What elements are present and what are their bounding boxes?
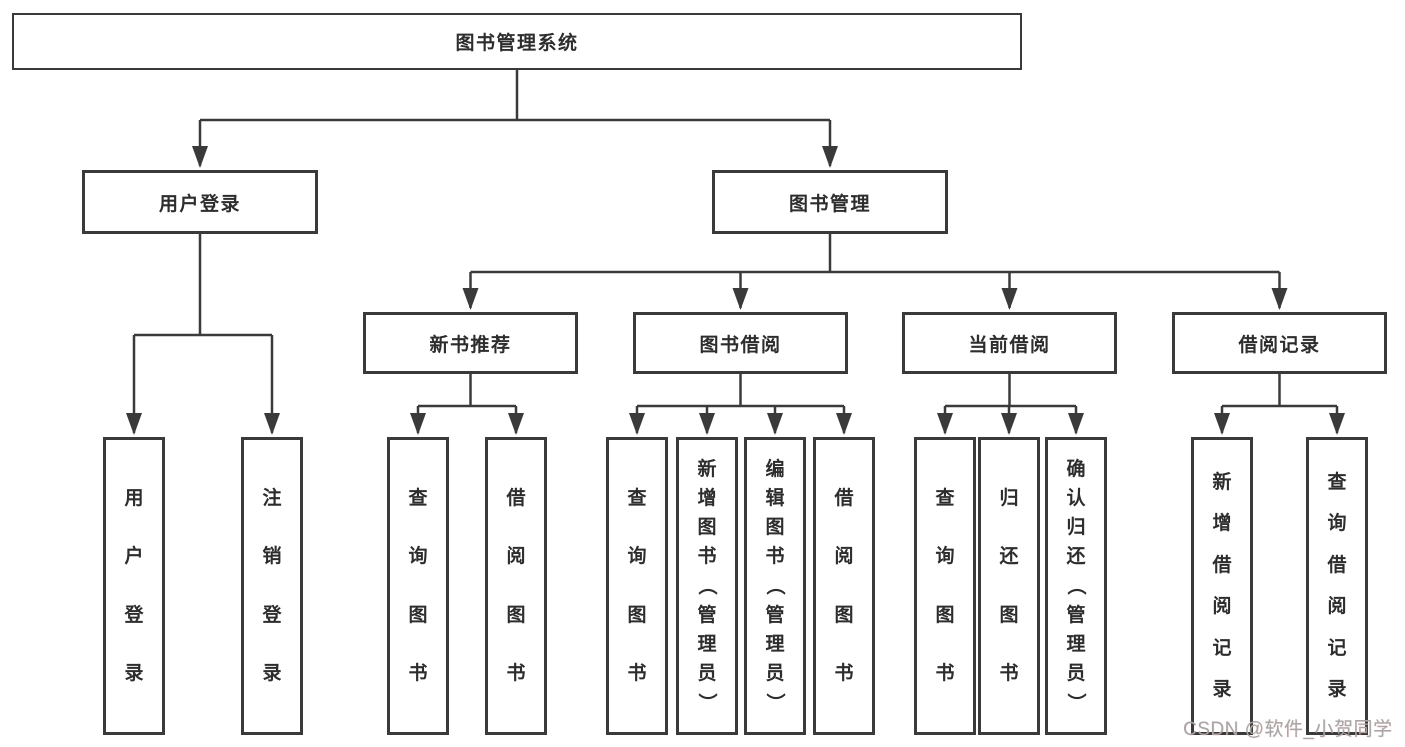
connector-arrowheads [126, 146, 1345, 435]
node-label: 新增图书（管理员） [696, 459, 718, 712]
node-br-add-record: 新增借阅记录 [1191, 437, 1253, 735]
node-label: 用户登录 [158, 193, 241, 215]
node-label: 查询借阅记录 [1327, 471, 1347, 701]
node-label: 编辑图书（管理员） [764, 459, 786, 712]
node-cb-return-books: 归还图书 [978, 437, 1040, 735]
node-leaf-user-login: 用户登录 [103, 437, 165, 735]
node-new-book-recommendation: 新书推荐 [363, 312, 578, 374]
node-cb-query-books: 查询图书 [914, 437, 976, 735]
node-label: 确认归还（管理员） [1065, 459, 1087, 712]
node-nbr-borrow-books: 借阅图书 [485, 437, 547, 735]
node-label: 当前借阅 [968, 334, 1051, 356]
node-user-login: 用户登录 [82, 170, 318, 234]
node-bb-edit-books-admin: 编辑图书（管理员） [744, 437, 806, 735]
node-label: 图书借阅 [699, 334, 782, 356]
node-borrowing-records: 借阅记录 [1172, 312, 1387, 374]
watermark-text: CSDN @软件_小贺同学 [1183, 719, 1393, 740]
node-label: 归还图书 [999, 488, 1019, 684]
node-label: 查询图书 [627, 488, 647, 684]
node-bb-borrow-books: 借阅图书 [813, 437, 875, 735]
node-label: 用户登录 [124, 488, 144, 684]
node-label: 图书管理系统 [455, 33, 579, 54]
node-bb-add-books-admin: 新增图书（管理员） [676, 437, 738, 735]
node-label: 图书管理 [788, 193, 871, 215]
node-label: 借阅记录 [1238, 334, 1321, 356]
node-bb-query-books: 查询图书 [606, 437, 668, 735]
node-current-borrowing: 当前借阅 [902, 312, 1117, 374]
node-nbr-query-books: 查询图书 [387, 437, 449, 735]
node-book-management: 图书管理 [712, 170, 948, 234]
node-label: 借阅图书 [834, 488, 854, 684]
node-book-borrowing: 图书借阅 [633, 312, 848, 374]
node-library-management-system: 图书管理系统 [12, 13, 1022, 70]
node-br-query-record: 查询借阅记录 [1306, 437, 1368, 735]
node-label: 借阅图书 [506, 488, 526, 684]
connector-paths [132, 70, 1339, 433]
node-leaf-logout: 注销登录 [241, 437, 303, 735]
node-label: 注销登录 [262, 488, 282, 684]
node-label: 新书推荐 [429, 334, 512, 356]
node-label: 查询图书 [935, 488, 955, 684]
node-label: 查询图书 [408, 488, 428, 684]
node-cb-confirm-return-admin: 确认归还（管理员） [1045, 437, 1107, 735]
node-label: 新增借阅记录 [1212, 471, 1232, 701]
